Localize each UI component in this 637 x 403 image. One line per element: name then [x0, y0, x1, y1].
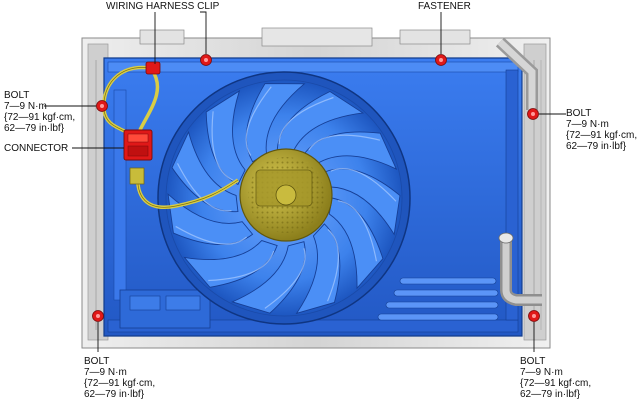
coolant-pipe-lower [498, 232, 542, 306]
bolt-torque-kgf: {72—91 kgf·cm, [4, 112, 76, 123]
bolt-torque-kgf: {72—91 kgf·cm, [566, 130, 637, 141]
bolt-torque-inlbf: 62—79 in·lbf} [84, 389, 145, 400]
connector [123, 129, 153, 161]
coolant-pipe-upper [495, 37, 538, 110]
fan-blade-highlight [330, 167, 397, 202]
bolt-torque-kgf: {72—91 kgf·cm, [84, 378, 156, 389]
fan-blade-highlight [176, 163, 232, 212]
fan-blade-highlight [211, 111, 234, 181]
bolt-name: BOLT [566, 108, 592, 119]
label-bolt-top-right: BOLT 7—9 N·m {72—91 kgf·cm, 62—79 in·lbf… [566, 108, 637, 152]
bolt-torque: 7—9 N·m [84, 367, 127, 378]
fan-blade-highlight [327, 228, 339, 302]
fan-blade-highlight [264, 248, 306, 309]
bolt-name: BOLT [520, 356, 546, 367]
label-bolt-top-left: BOLT 7—9 N·m {72—91 kgf·cm, 62—79 in·lbf… [4, 90, 75, 134]
leader-fastener-left [200, 11, 207, 54]
bolt-torque-inlbf: 62—79 in·lbf} [520, 389, 581, 400]
fan-blade-highlight [337, 200, 378, 262]
bolt-top-left [96, 100, 108, 112]
bolt-top-right [527, 108, 539, 120]
label-bolt-bottom-right: BOLT 7—9 N·m {72—91 kgf·cm, 62—79 in·lbf… [520, 356, 591, 400]
fan-blade-highlight [278, 96, 334, 145]
fan-blade-highlight [208, 250, 275, 282]
wiring-harness-clip [145, 61, 161, 75]
bolt-bottom-left [92, 310, 104, 322]
cooling-fan [157, 71, 411, 325]
fan-blade-highlight [245, 86, 272, 156]
fastener-left [200, 54, 212, 66]
bolt-torque-kgf: {72—91 kgf·cm, [520, 378, 592, 389]
label-wiring-harness-clip: WIRING HARNESS CLIP [106, 1, 220, 12]
label-fastener: FASTENER [418, 1, 471, 12]
bolt-torque-inlbf: 62—79 in·lbf} [4, 123, 65, 134]
label-connector: CONNECTOR [4, 143, 69, 154]
shroud-louvers [377, 277, 499, 321]
bolt-torque: 7—9 N·m [566, 119, 609, 130]
bolt-name: BOLT [4, 90, 30, 101]
label-bolt-bottom-left: BOLT 7—9 N·m {72—91 kgf·cm, 62—79 in·lbf… [84, 356, 155, 400]
fan-blades [167, 83, 401, 315]
fastener-right [435, 54, 447, 66]
fan-blade-highlight [308, 134, 381, 151]
bolt-name: BOLT [84, 356, 110, 367]
fan-blade-highlight [175, 225, 248, 245]
bolt-torque-inlbf: 62—79 in·lbf} [566, 141, 627, 152]
bolt-torque: 7—9 N·m [4, 101, 47, 112]
leader-lines [44, 11, 566, 352]
bolt-torque: 7—9 N·m [520, 367, 563, 378]
bolt-bottom-right [528, 310, 540, 322]
